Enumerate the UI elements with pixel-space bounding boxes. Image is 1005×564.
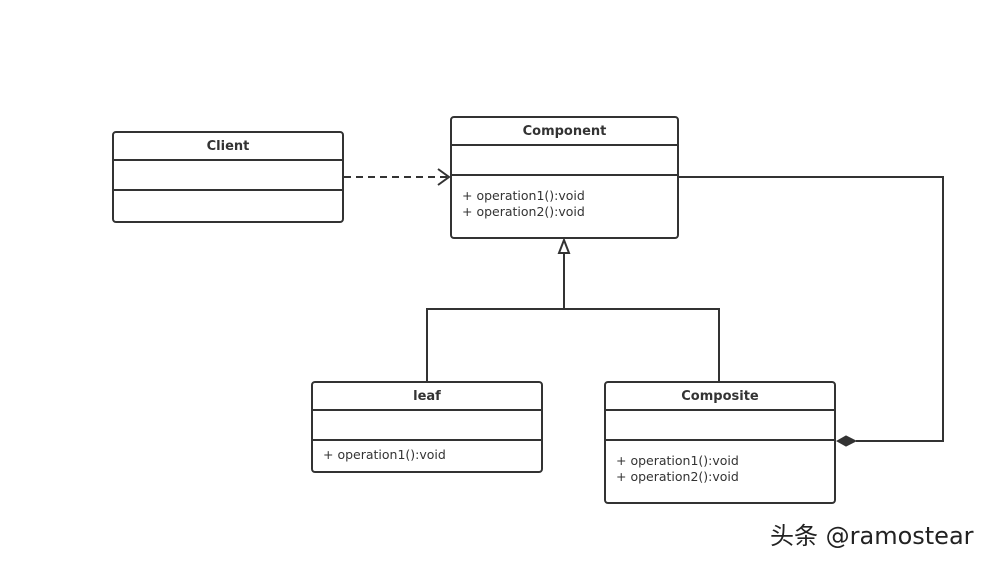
- class-leaf-operations: + operation1():void: [313, 441, 541, 471]
- operation: + operation2():void: [462, 204, 585, 219]
- class-composite-name: Composite: [606, 383, 834, 411]
- class-component-attributes: [452, 146, 677, 176]
- class-client-name: Client: [114, 133, 342, 161]
- class-client-attributes: [114, 161, 342, 191]
- watermark-text: 头条 @ramostear: [770, 522, 974, 550]
- class-composite-attributes: [606, 411, 834, 441]
- dependency-arrowhead: [437, 168, 451, 186]
- class-client-operations: [114, 191, 342, 221]
- class-component-operations: + operation1():void + operation2():void: [452, 176, 677, 237]
- class-leaf-name: leaf: [313, 383, 541, 411]
- generalization-branch-line: [426, 308, 720, 381]
- operation: + operation1():void: [616, 453, 739, 468]
- class-client[interactable]: Client: [112, 131, 344, 223]
- class-composite[interactable]: Composite + operation1():void + operatio…: [604, 381, 836, 504]
- composition-diamond: [835, 435, 858, 447]
- operation: + operation2():void: [616, 469, 739, 484]
- operation: + operation1():void: [323, 447, 446, 462]
- class-leaf-attributes: [313, 411, 541, 441]
- class-leaf[interactable]: leaf + operation1():void: [311, 381, 543, 473]
- composition-line: [679, 176, 944, 442]
- class-component[interactable]: Component + operation1():void + operatio…: [450, 116, 679, 239]
- generalization-arrowhead: [557, 237, 571, 254]
- operation: + operation1():void: [462, 188, 585, 203]
- class-composite-operations: + operation1():void + operation2():void: [606, 441, 834, 502]
- class-component-name: Component: [452, 118, 677, 146]
